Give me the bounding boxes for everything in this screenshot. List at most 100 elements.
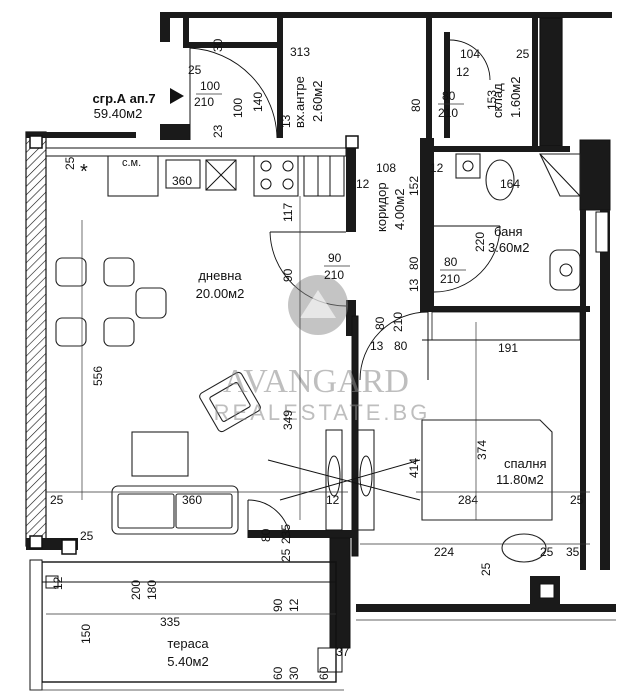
dim-25i: 25 [479,562,493,576]
dim-13a: 13 [279,114,293,128]
apartment-area: 59.40м2 [94,106,143,121]
dim-25d: 25 [50,493,64,507]
wall-shaft-bottom [183,42,283,48]
furniture: * [45,153,581,673]
dim-80a: 80 [409,98,423,112]
dim-12b: 12 [356,177,370,191]
living-area: 20.00м2 [196,286,245,301]
nightstand [501,533,547,563]
dim-12a: 12 [456,65,470,79]
wall-left-outer [25,131,47,547]
walls [25,12,616,691]
room-labels: сгр.А ап.7 59.40м2 100 210 дневна 20.00м… [92,76,546,669]
wall-terrace-top [248,530,358,538]
ventilation-icon: * [80,161,88,183]
bath-window [595,211,609,253]
dim-25c: 25 [63,156,77,170]
dim-25h: 25 [540,545,554,559]
wash-basin [549,249,581,291]
bath-door-width: 80 [444,255,458,269]
bathroom-area: 3.60м2 [488,240,529,255]
dim-30: 30 [211,38,225,52]
dim-35: 35 [566,545,580,559]
bath-door-height: 210 [440,272,460,286]
dim-80b: 80 [407,256,421,270]
wall-storage-right [532,18,538,146]
dim-224: 224 [434,545,454,559]
terrace-plant [45,575,59,589]
living-door-height: 210 [324,268,344,282]
glazing-right [357,429,375,531]
dim-140: 140 [251,92,265,112]
dim-90: 90 [281,268,295,282]
entry-arrow-icon [170,88,184,104]
pillar-inner [539,583,555,599]
wall-corridor-right [420,138,434,306]
glazing-left [325,429,343,531]
dim-235: 235 [279,524,293,544]
dim-60a: 60 [271,666,285,680]
sofa-cushion-2 [175,493,233,529]
burner-4 [282,178,294,190]
bedroom-door-width: 80 [373,316,387,330]
bedroom-area: 11.80м2 [496,472,544,487]
dim-25b: 25 [516,47,530,61]
corridor-name: коридор [374,182,389,232]
terrace-left-edge [29,559,43,691]
kitchen-fridge [303,155,345,197]
boiler-icon [462,160,474,172]
dim-25a: 25 [188,63,202,77]
storage-area: 1.60м2 [508,77,523,118]
storage-door-width: 80 [442,89,456,103]
dim-12f: 12 [287,598,301,612]
dim-349: 349 [281,410,295,430]
dimension-labels: 30 25 140 100 23 313 13 80 104 25 12 153… [46,38,590,680]
watermark: AVANGARD REALESTATE.BG [214,275,427,425]
corner-mark-1 [29,135,43,149]
kitchen-counter-edge [45,147,347,157]
wardrobe [431,311,581,341]
wall-top-left [26,132,136,138]
dim-117: 117 [281,203,295,222]
burner-3 [260,178,272,190]
boiler [455,153,481,179]
kitchen-stove [253,155,299,197]
wall-right-outer [600,210,610,570]
wall-living-bedroom-top [346,300,356,336]
swing-line-2 [279,459,421,501]
dim-12e: 12 [51,576,65,590]
dim-25f: 25 [80,529,94,543]
wall-shaft [183,18,189,48]
dim-100: 100 [231,98,245,118]
swing-line-1 [267,459,421,501]
wall-top [160,12,612,18]
dim-80c: 80 [394,339,408,353]
kitchen-cabinet [107,155,159,197]
living-door-width: 90 [328,251,342,265]
wall-bedroom-bottom [356,604,616,612]
terrace-area: 5.40м2 [167,654,208,669]
corner-mark-4 [61,539,77,555]
bath-door-arc [433,225,501,293]
coffee-table [131,431,189,477]
corridor-area: 4.00м2 [392,189,407,230]
dim-152: 152 [407,176,421,196]
dim-108: 108 [376,161,396,175]
dim-313: 313 [290,45,310,59]
corner-mark-2 [345,135,359,149]
dim-25g: 25 [279,548,293,562]
dim-284: 284 [458,493,478,507]
wall-kitchen-right [346,138,356,232]
entry-door-height: 210 [194,95,214,109]
chair-1 [55,257,87,287]
corner-mark-3 [29,535,43,549]
apartment-label: сгр.А ап.7 [92,91,155,106]
dim-12d: 12 [326,493,340,507]
doors [170,39,609,539]
dim-164: 164 [500,177,520,191]
bedroom-name: спалня [504,456,547,471]
storage-door-height: 210 [438,106,458,120]
storage-door-arc [449,39,491,81]
storage-name: склад [490,83,505,118]
